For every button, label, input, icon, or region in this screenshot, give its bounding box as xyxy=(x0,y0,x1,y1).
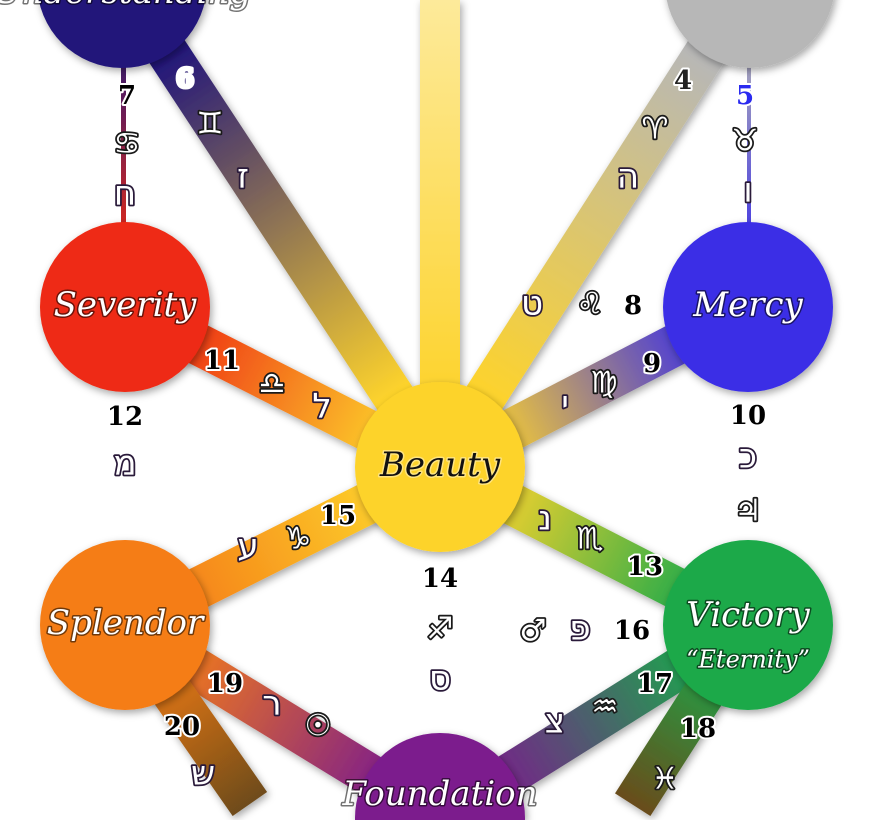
path-crown-beauty xyxy=(420,0,460,400)
zodiac-symbol-icon: ♑ xyxy=(285,522,312,557)
sephira-circle xyxy=(40,540,210,710)
path-14-labels: 14 ♐ ס xyxy=(420,562,460,700)
nodes-layer: UnderstandingSeverity MercyBeautySplendor… xyxy=(0,0,835,820)
hebrew-letter: מ xyxy=(113,444,136,484)
hebrew-letter: נ xyxy=(538,499,552,539)
hebrew-letter: ח xyxy=(114,174,136,214)
sephira-foundation[interactable]: Foundation xyxy=(340,733,539,820)
sephira-understanding[interactable]: Understanding xyxy=(0,0,253,68)
path-number: 7 xyxy=(118,81,136,111)
zodiac-symbol-icon: ♍ xyxy=(591,366,618,401)
zodiac-symbol-icon: ♐ xyxy=(427,612,454,647)
sephira-label: Understanding xyxy=(0,0,251,12)
hebrew-letter: פ xyxy=(569,609,590,649)
path-9-labels: 9 ♍ י xyxy=(559,347,663,425)
zodiac-symbol-icon: ♒ xyxy=(592,690,619,725)
sephira-label: Beauty xyxy=(379,445,501,485)
sephira-victory[interactable]: Victory “Eternity” xyxy=(663,540,833,710)
path-15-labels: 15 ♑ ע xyxy=(236,499,358,568)
sephira-label: Splendor xyxy=(47,603,205,643)
path-8-labels: 8 ♌ ט xyxy=(519,282,644,326)
path-number: 20 xyxy=(164,712,200,742)
path-number: 17 xyxy=(637,669,673,699)
sephira-label: Victory xyxy=(686,595,810,635)
path-6-labels: 6♊ ז xyxy=(174,62,251,198)
path-16-labels: 16 ♂ פ xyxy=(518,607,652,651)
zodiac-symbol-icon: ♌ xyxy=(577,287,604,322)
zodiac-symbol-icon: ♊ xyxy=(197,107,224,142)
hebrew-letter: ז xyxy=(237,157,249,197)
path-7-labels: 7 ♋ ח xyxy=(112,79,142,215)
hebrew-letter: ש xyxy=(191,754,215,794)
path-number: 11 xyxy=(204,346,240,376)
sephira-sublabel: “Eternity” xyxy=(686,646,810,674)
path-number: 15 xyxy=(320,501,356,531)
path-number: 13 xyxy=(627,552,663,582)
zodiac-symbol-icon: ♂ xyxy=(520,614,547,649)
sephira-circle xyxy=(663,222,833,392)
sephira-circle xyxy=(38,0,206,68)
sephira-circle xyxy=(40,222,210,392)
path-number: 4 xyxy=(674,66,692,96)
path-number: 5 xyxy=(736,81,754,111)
path-18-labels: 18♓ xyxy=(650,712,718,798)
path-5-labels: 5 ♉ ו xyxy=(730,79,760,212)
path-number: 9 xyxy=(643,349,661,379)
path-number: 18 xyxy=(680,714,716,744)
hebrew-letter: צ xyxy=(545,702,565,742)
sephira-circle xyxy=(355,733,525,820)
hebrew-letter: ה xyxy=(617,157,639,197)
path-4-labels: 4♈ה xyxy=(615,64,694,198)
zodiac-symbol-icon: ☉ xyxy=(305,709,332,744)
sephira-mercy[interactable]: Mercy xyxy=(663,222,833,392)
zodiac-symbol-icon: ♋ xyxy=(114,127,141,162)
path-19-labels: 19 ☉ ר xyxy=(205,667,333,745)
sephira-circle xyxy=(666,0,834,68)
sephira-label: Severity xyxy=(54,285,198,325)
hebrew-letter: כ xyxy=(739,437,757,477)
sephira-beauty[interactable]: Beauty xyxy=(355,382,525,552)
sephira-label: Foundation xyxy=(342,774,538,814)
zodiac-symbol-icon: ♏ xyxy=(577,522,604,557)
hebrew-letter: ו xyxy=(743,171,752,211)
sephira-label: Mercy xyxy=(692,285,803,325)
path-12-labels: 12 מ xyxy=(105,400,145,485)
sephira-wisdom[interactable] xyxy=(665,0,835,68)
hebrew-letter: ט xyxy=(521,284,543,324)
path-4 xyxy=(422,0,765,479)
hebrew-letter: ל xyxy=(312,387,331,427)
path-number: 19 xyxy=(207,669,243,699)
path-6 xyxy=(108,0,458,479)
sephira-circle xyxy=(663,540,833,710)
path-number: 10 xyxy=(730,401,766,431)
sephira-severity[interactable]: Severity xyxy=(40,222,210,392)
sephira-splendor[interactable]: Splendor xyxy=(40,540,210,710)
path-17-labels: 17 ♒ צ xyxy=(543,667,675,743)
path-10-labels: 10 ♃ כ xyxy=(728,399,768,530)
zodiac-symbol-icon: ♉ xyxy=(732,124,759,159)
zodiac-symbol-icon: ♃ xyxy=(735,494,762,529)
path-11-labels: 11 ♎ ל xyxy=(202,344,334,428)
hebrew-letter: ס xyxy=(429,659,451,699)
path-number: 8 xyxy=(624,291,642,321)
path-number: 14 xyxy=(422,564,458,594)
zodiac-symbol-icon: ♓ xyxy=(652,762,679,797)
hebrew-letter: ר xyxy=(262,684,281,724)
path-13-labels: 13 ♏ נ xyxy=(536,497,665,584)
sephira-circle xyxy=(355,382,525,552)
path-number: 16 xyxy=(614,616,650,646)
path-number: 12 xyxy=(107,402,143,432)
path-20-labels: 20 ש xyxy=(162,710,217,795)
zodiac-symbol-icon: ♈ xyxy=(642,112,669,147)
hebrew-letter: ע xyxy=(237,527,258,567)
hebrew-letter: י xyxy=(561,384,569,424)
path-number: 6 xyxy=(176,64,194,94)
zodiac-symbol-icon: ♎ xyxy=(259,367,286,402)
labels-layer: 4♈ה 5 ♉ ו 6♊ ז 7 ♋ ח 8 ♌ ט 9 ♍ י 10 ♃ כ 11 ♎ ל 12 מ 13 ♏ נ 14 ♐ ס 15 ♑… xyxy=(105,62,768,798)
